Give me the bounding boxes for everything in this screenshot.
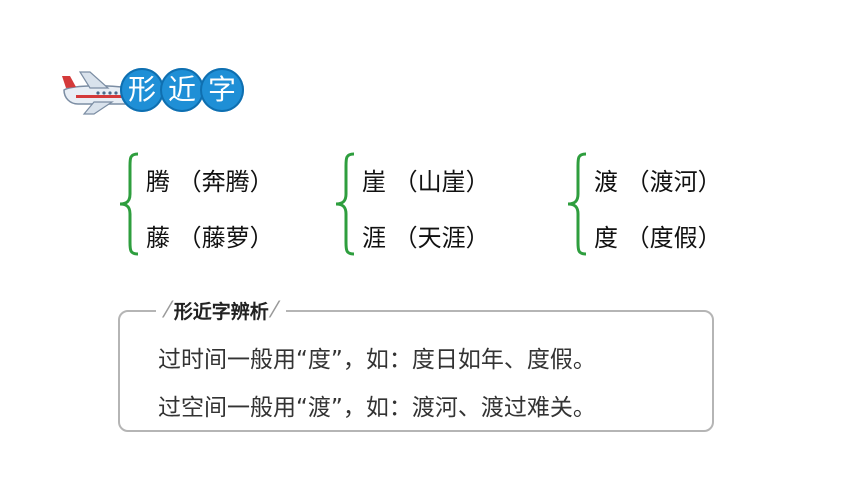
char-row: 崖 （山崖） — [362, 162, 490, 197]
char-group-2: 崖 （山崖） 涯 （天涯） — [334, 152, 544, 256]
brace-icon — [335, 152, 355, 256]
char-group-1: 腾 （奔腾） 藤 （藤萝） — [118, 152, 328, 256]
note-box — [118, 310, 714, 432]
char-row: 度 （度假） — [594, 218, 722, 253]
note-line: 过空间一般用“渡”，如：渡河、渡过难关。 — [158, 395, 596, 421]
title-char: 近 — [160, 68, 204, 112]
example: （度假） — [625, 224, 722, 252]
slash-decoration-icon: ⁄ — [272, 297, 277, 323]
section-title: 形 近 字 — [120, 68, 244, 112]
note-header: ⁄ 形近字辨析 ⁄ — [156, 296, 287, 324]
char-row: 渡 （渡河） — [594, 162, 722, 197]
char: 崖 — [362, 168, 386, 196]
char-row: 藤 （藤萝） — [146, 218, 274, 253]
title-char: 字 — [200, 68, 244, 112]
char: 渡 — [594, 168, 618, 196]
char-row: 腾 （奔腾） — [146, 162, 274, 197]
title-char: 形 — [120, 68, 164, 112]
example: （藤萝） — [177, 224, 274, 252]
char: 涯 — [362, 224, 386, 252]
example: （山崖） — [393, 168, 490, 196]
brace-icon — [567, 152, 587, 256]
char-row: 涯 （天涯） — [362, 218, 490, 253]
brace-icon — [119, 152, 139, 256]
char-group-3: 渡 （渡河） 度 （度假） — [566, 152, 776, 256]
example: （奔腾） — [177, 168, 274, 196]
char: 藤 — [146, 224, 170, 252]
example: （天涯） — [393, 224, 490, 252]
example: （渡河） — [625, 168, 722, 196]
note-line: 过时间一般用“度”，如：度日如年、度假。 — [158, 347, 596, 373]
note-label: 形近字辨析 — [173, 300, 269, 323]
char: 度 — [594, 224, 618, 252]
slash-decoration-icon: ⁄ — [166, 297, 170, 323]
char: 腾 — [146, 168, 170, 196]
